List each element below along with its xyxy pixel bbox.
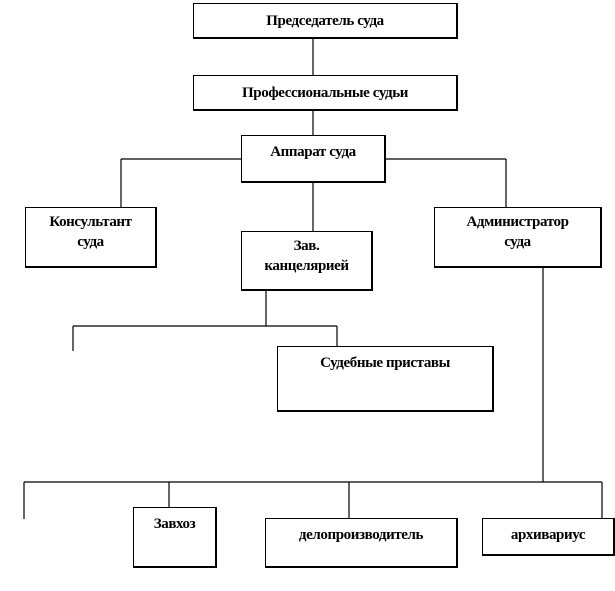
node-apparatus: Аппарат суда	[241, 135, 386, 183]
node-label-line1: Зав.	[293, 238, 320, 254]
node-administrator: Администратор суда	[434, 207, 602, 268]
node-label: архивариус	[510, 527, 586, 543]
node-label-line1: Консультант	[49, 214, 132, 230]
node-label: Завхоз	[153, 516, 196, 532]
node-label-line1: Администратор	[466, 214, 569, 230]
node-archivist: архивариус	[482, 518, 615, 556]
node-label: делопроизводитель	[298, 527, 424, 543]
node-label: Судебные приставы	[320, 355, 450, 371]
node-label-line2: суда	[504, 234, 531, 250]
node-clerk: делопроизводитель	[265, 518, 458, 568]
node-office-head: Зав. канцелярией	[241, 231, 373, 291]
node-label: Председатель суда	[266, 13, 384, 29]
node-bailiffs: Судебные приставы	[277, 346, 494, 412]
node-judges: Профессиональные судьи	[193, 75, 458, 111]
node-consultant: Консультант суда	[25, 207, 157, 268]
node-label: Профессиональные судьи	[242, 85, 408, 101]
node-chairman: Председатель суда	[193, 3, 458, 39]
node-label: Аппарат суда	[270, 144, 356, 160]
node-label-line2: суда	[77, 234, 104, 250]
node-supply-manager: Завхоз	[133, 507, 217, 568]
node-label-line2: канцелярией	[264, 258, 349, 274]
